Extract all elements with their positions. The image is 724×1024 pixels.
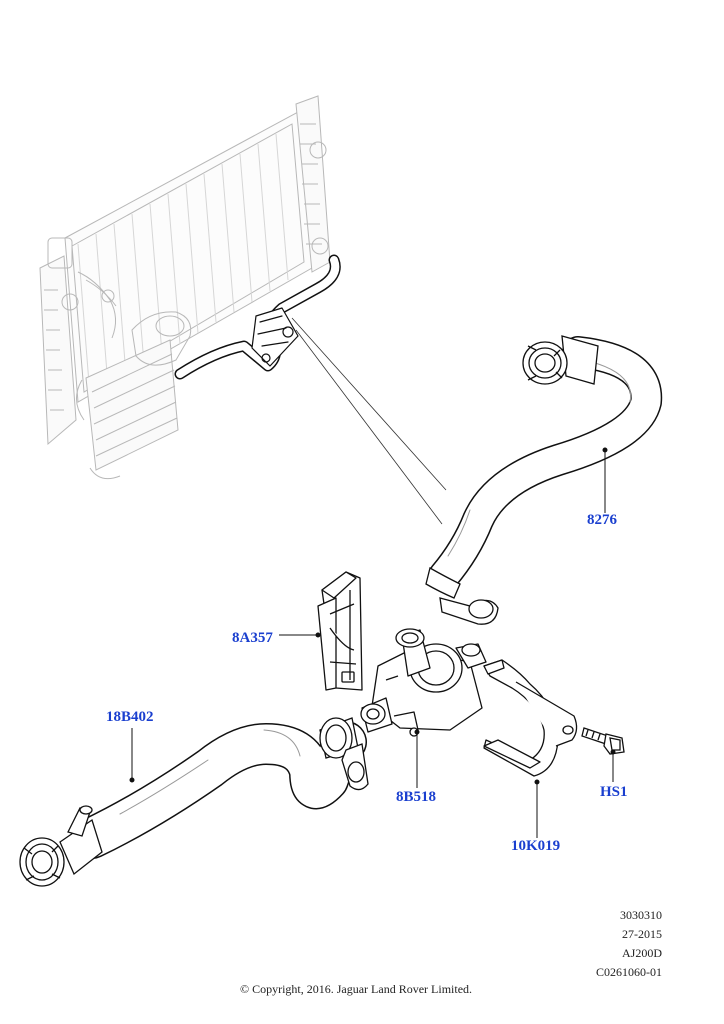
reference-line-3: AJ200D (621, 946, 662, 960)
callout-10K019[interactable]: 10K019 (511, 838, 561, 854)
detail-leader-lines (291, 317, 447, 525)
callout-HS1[interactable]: HS1 (600, 784, 628, 800)
hose-8276 (428, 336, 663, 592)
pump-8B518 (360, 628, 487, 737)
radiator-assembly (39, 95, 331, 480)
reference-line-4: C0261060-01 (596, 965, 662, 979)
callout-8B518[interactable]: 8B518 (396, 789, 437, 805)
hose-18B402 (71, 721, 367, 859)
callout-18B402[interactable]: 18B402 (106, 709, 154, 725)
hose-18B402-clip (319, 717, 369, 791)
callout-leaders (129, 447, 616, 838)
callout-8A357[interactable]: 8A357 (232, 630, 273, 646)
callout-8276[interactable]: 8276 (587, 512, 617, 528)
reference-block: 3030310 27-2015 AJ200D C0261060-01 (596, 906, 662, 982)
bracket-8A357 (317, 571, 363, 691)
hose-8276-quick-connector (522, 335, 599, 385)
bracket-10K019 (483, 659, 578, 777)
copyright-notice: © Copyright, 2016. Jaguar Land Rover Lim… (239, 982, 473, 996)
hose-18B402-quick-connector (19, 805, 103, 887)
radiator-hose-highlight (174, 254, 341, 380)
reference-line-1: 3030310 (620, 908, 662, 922)
reference-line-2: 27-2015 (622, 927, 662, 941)
hose-8276-clip (425, 567, 499, 625)
bolt-HS1 (581, 727, 625, 755)
